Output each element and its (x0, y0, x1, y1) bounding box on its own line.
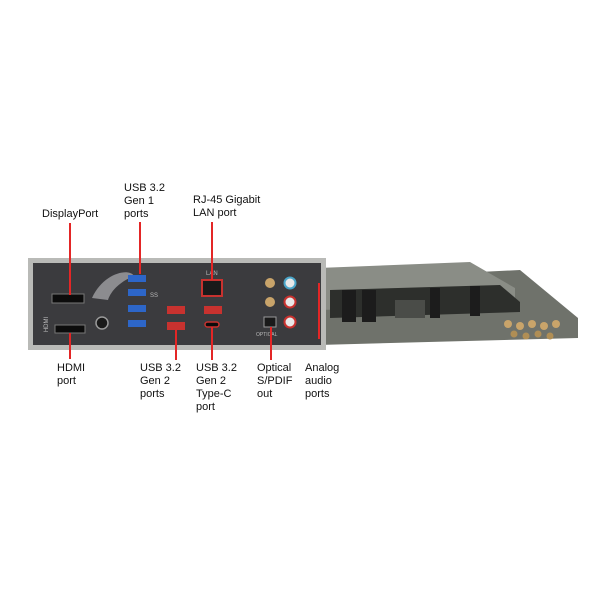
pcb-slot-3 (430, 288, 440, 318)
rog-logo-icon (92, 272, 134, 300)
leader-usb-gen2 (175, 330, 177, 360)
leader-rj45 (211, 222, 213, 280)
label-usb-gen2: USB 3.2 Gen 2 ports (140, 362, 181, 400)
panel-hdmi-tag: HDMI (44, 316, 51, 333)
label-rj45: RJ-45 Gigabit LAN port (193, 194, 261, 219)
bios-button (95, 316, 109, 330)
leader-optical (270, 327, 272, 360)
label-usb-gen1: USB 3.2 Gen 1 ports (124, 182, 165, 220)
optical-connector (263, 316, 277, 328)
pcb-chip (395, 300, 425, 318)
label-optical: Optical S/PDIF out (257, 362, 293, 400)
pcb-slot-1 (342, 290, 356, 322)
pcb-capacitors (504, 320, 560, 340)
usb-gen2-ports (167, 306, 185, 330)
displayport-connector (51, 293, 85, 304)
leader-hdmi (69, 333, 71, 359)
panel-optical-tag: OPTICAL (256, 332, 278, 338)
leader-usb-typec (211, 327, 213, 360)
usb-gen2-top-port (204, 306, 222, 314)
label-analog: Analog audio ports (305, 362, 340, 400)
audio-jacks (265, 276, 297, 329)
label-usb-typec: USB 3.2 Gen 2 Type-C port (196, 362, 237, 413)
pcb-slot-2 (362, 290, 376, 322)
leader-analog (318, 283, 320, 339)
hdmi-connector (54, 324, 86, 334)
pcb-slot-4 (470, 286, 480, 316)
usb-gen1-ports (128, 275, 146, 327)
leader-usb-gen1 (139, 222, 141, 274)
label-displayport: DisplayPort (42, 208, 99, 220)
panel-usb-tag: SS (150, 293, 159, 299)
label-hdmi: HDMI port (57, 362, 86, 387)
leader-displayport (69, 223, 71, 295)
rj45-connector (201, 279, 223, 297)
